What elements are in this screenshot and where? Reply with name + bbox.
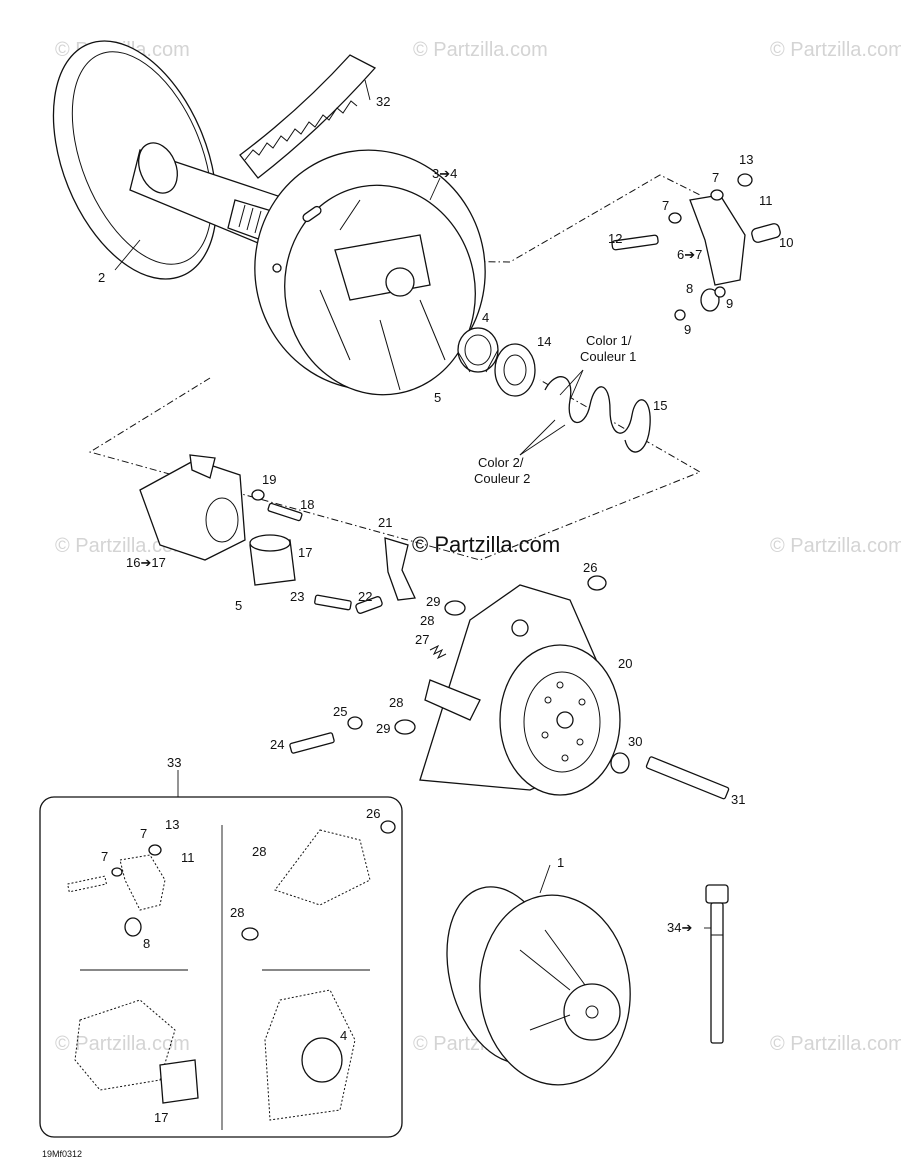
inset-callout-4: 4	[340, 1028, 347, 1043]
bolt-part-31	[645, 756, 730, 800]
inset-callout-28-a: 28	[252, 844, 266, 859]
callout-23: 23	[290, 589, 304, 604]
callout-3: 3➔4	[432, 166, 457, 181]
callout-28-a: 28	[420, 613, 434, 628]
callout-29-a: 29	[426, 594, 440, 609]
washer-part-30	[610, 752, 630, 774]
roller-arm-assembly	[611, 173, 781, 321]
drawing-code: 19Mf0312	[42, 1149, 82, 1159]
callout-19: 19	[262, 472, 276, 487]
callout-22: 22	[358, 589, 372, 604]
slider-shoe-part-21	[384, 537, 416, 601]
callout-10: 10	[779, 235, 793, 250]
watermark-top-center: © Partzilla.com	[413, 39, 548, 61]
callout-16: 16➔17	[126, 555, 166, 570]
leader-lines	[114, 79, 711, 929]
bushing-part-4	[457, 327, 499, 373]
callout-18: 18	[300, 497, 314, 512]
callout-34: 34➔	[667, 920, 692, 935]
callout-7-a: 7	[712, 170, 719, 185]
color1-line2: Couleur 1	[580, 349, 636, 364]
washer-part-25	[347, 716, 363, 730]
drive-belt-part	[239, 54, 377, 179]
watermarks: © Partzilla.com © Partzilla.com © Partzi…	[55, 39, 901, 1055]
callout-12: 12	[608, 231, 622, 246]
inset-callout-26: 26	[366, 806, 380, 821]
color1-line1: Color 1/	[586, 333, 632, 348]
watermark-bottom-right: © Partzilla.com	[770, 1033, 901, 1055]
callout-15: 15	[653, 398, 667, 413]
screw-part-23	[314, 594, 352, 611]
pin-part-22	[355, 596, 383, 614]
governor-cup-part	[419, 584, 621, 796]
callout-labels: 2 32 3➔4 4 5 14 15 Color 1/ Couleur 1 Co…	[98, 94, 793, 1125]
color2-line2: Couleur 2	[474, 471, 530, 486]
inset-callout-13: 13	[165, 817, 179, 832]
drive-pulley-part-1	[446, 886, 631, 1086]
callout-26: 26	[583, 560, 597, 575]
roller-part-29-upper	[444, 600, 466, 616]
inset-box-part-33	[39, 796, 403, 1138]
callout-29-b: 29	[376, 721, 390, 736]
washer-part-14	[494, 343, 536, 397]
lever-part-16	[139, 454, 246, 561]
watermark-mid-left: © Partzilla.com	[55, 535, 190, 557]
screw-part-18	[267, 502, 303, 522]
spring-part-15	[544, 376, 651, 453]
callout-32: 32	[376, 94, 390, 109]
watermark-main: © Partzilla.com	[412, 532, 560, 557]
bushing-part-17	[249, 534, 296, 586]
roller-part-29	[394, 719, 416, 735]
callout-6: 6➔7	[677, 247, 702, 262]
movable-sheave-part	[254, 149, 486, 396]
callout-14: 14	[537, 334, 551, 349]
callout-9-a: 9	[726, 296, 733, 311]
washer-part-19	[251, 489, 265, 501]
inset-callout-7-b: 7	[101, 849, 108, 864]
watermark-mid-right: © Partzilla.com	[770, 535, 901, 557]
callout-24: 24	[270, 737, 284, 752]
callout-31: 31	[731, 792, 745, 807]
callout-17: 17	[298, 545, 312, 560]
watermark-top-right: © Partzilla.com	[770, 39, 901, 61]
callout-8: 8	[686, 281, 693, 296]
bolt-part-24	[289, 732, 335, 754]
callout-5-b: 5	[235, 598, 242, 613]
callout-21: 21	[378, 515, 392, 530]
callout-1: 1	[557, 855, 564, 870]
spring-part-27	[429, 644, 447, 660]
color2-line1: Color 2/	[478, 455, 524, 470]
callout-7-b: 7	[662, 198, 669, 213]
callout-5: 5	[434, 390, 441, 405]
fixed-sheave-part	[52, 40, 291, 280]
callout-13: 13	[739, 152, 753, 167]
inset-callout-7-a: 7	[140, 826, 147, 841]
callout-33: 33	[167, 755, 181, 770]
callout-25: 25	[333, 704, 347, 719]
inset-callout-17: 17	[154, 1110, 168, 1125]
callout-27: 27	[415, 632, 429, 647]
watermark-bottom-left: © Partzilla.com	[55, 1033, 190, 1055]
callout-9-b: 9	[684, 322, 691, 337]
callout-28-b: 28	[389, 695, 403, 710]
inset-callout-11: 11	[181, 850, 195, 865]
callout-11: 11	[759, 193, 773, 208]
callout-30: 30	[628, 734, 642, 749]
long-bolt-part-34	[705, 884, 729, 1044]
nut-part-26	[587, 575, 607, 591]
inset-callout-28-b: 28	[230, 905, 244, 920]
callout-2: 2	[98, 270, 105, 285]
callout-4: 4	[482, 310, 489, 325]
callout-20: 20	[618, 656, 632, 671]
inset-callout-8: 8	[143, 936, 150, 951]
